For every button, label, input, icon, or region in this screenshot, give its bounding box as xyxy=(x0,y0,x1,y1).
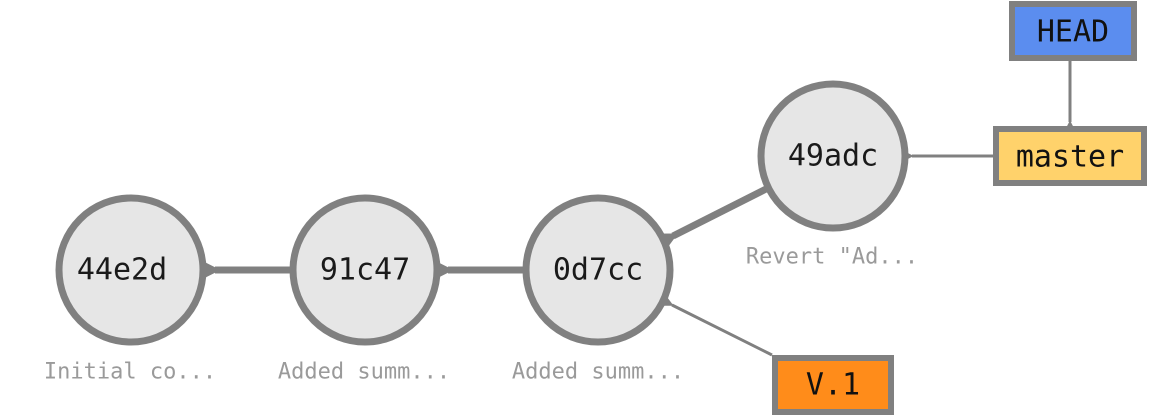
commit-node[interactable]: 91c47 Added summ... xyxy=(278,194,450,385)
commit-message: Added summ... xyxy=(512,360,684,385)
head-box xyxy=(1009,1,1137,61)
commit-node[interactable]: 44e2d Initial co... xyxy=(44,194,216,385)
commit-message: Revert "Ad... xyxy=(746,245,918,270)
commit-message: Added summ... xyxy=(278,360,450,385)
commit-id: 44e2d xyxy=(77,253,167,288)
tag-ref-v1[interactable]: V.1 xyxy=(772,355,894,415)
commit-circle xyxy=(757,80,909,232)
commit-node[interactable]: 49adc Revert "Ad... xyxy=(746,80,918,270)
commit-message: Initial co... xyxy=(44,360,216,385)
tag-label: V.1 xyxy=(806,368,860,403)
branch-ref-master[interactable]: master xyxy=(993,126,1147,186)
commit-id: 49adc xyxy=(788,139,878,174)
head-ref[interactable]: HEAD xyxy=(1009,1,1137,61)
commit-id: 91c47 xyxy=(320,253,410,288)
edge-tag-to-0d7cc xyxy=(653,289,773,357)
head-label: HEAD xyxy=(1037,15,1109,50)
commit-node[interactable]: 0d7cc Added summ... xyxy=(512,194,684,385)
commit-circle xyxy=(55,194,207,346)
commit-circle xyxy=(522,194,674,346)
branch-label: master xyxy=(1016,140,1124,175)
tag-box xyxy=(772,355,894,415)
branch-box xyxy=(993,126,1147,186)
edge-49adc-to-0d7cc xyxy=(646,185,768,259)
commit-circle xyxy=(289,194,441,346)
commit-id: 0d7cc xyxy=(553,253,643,288)
